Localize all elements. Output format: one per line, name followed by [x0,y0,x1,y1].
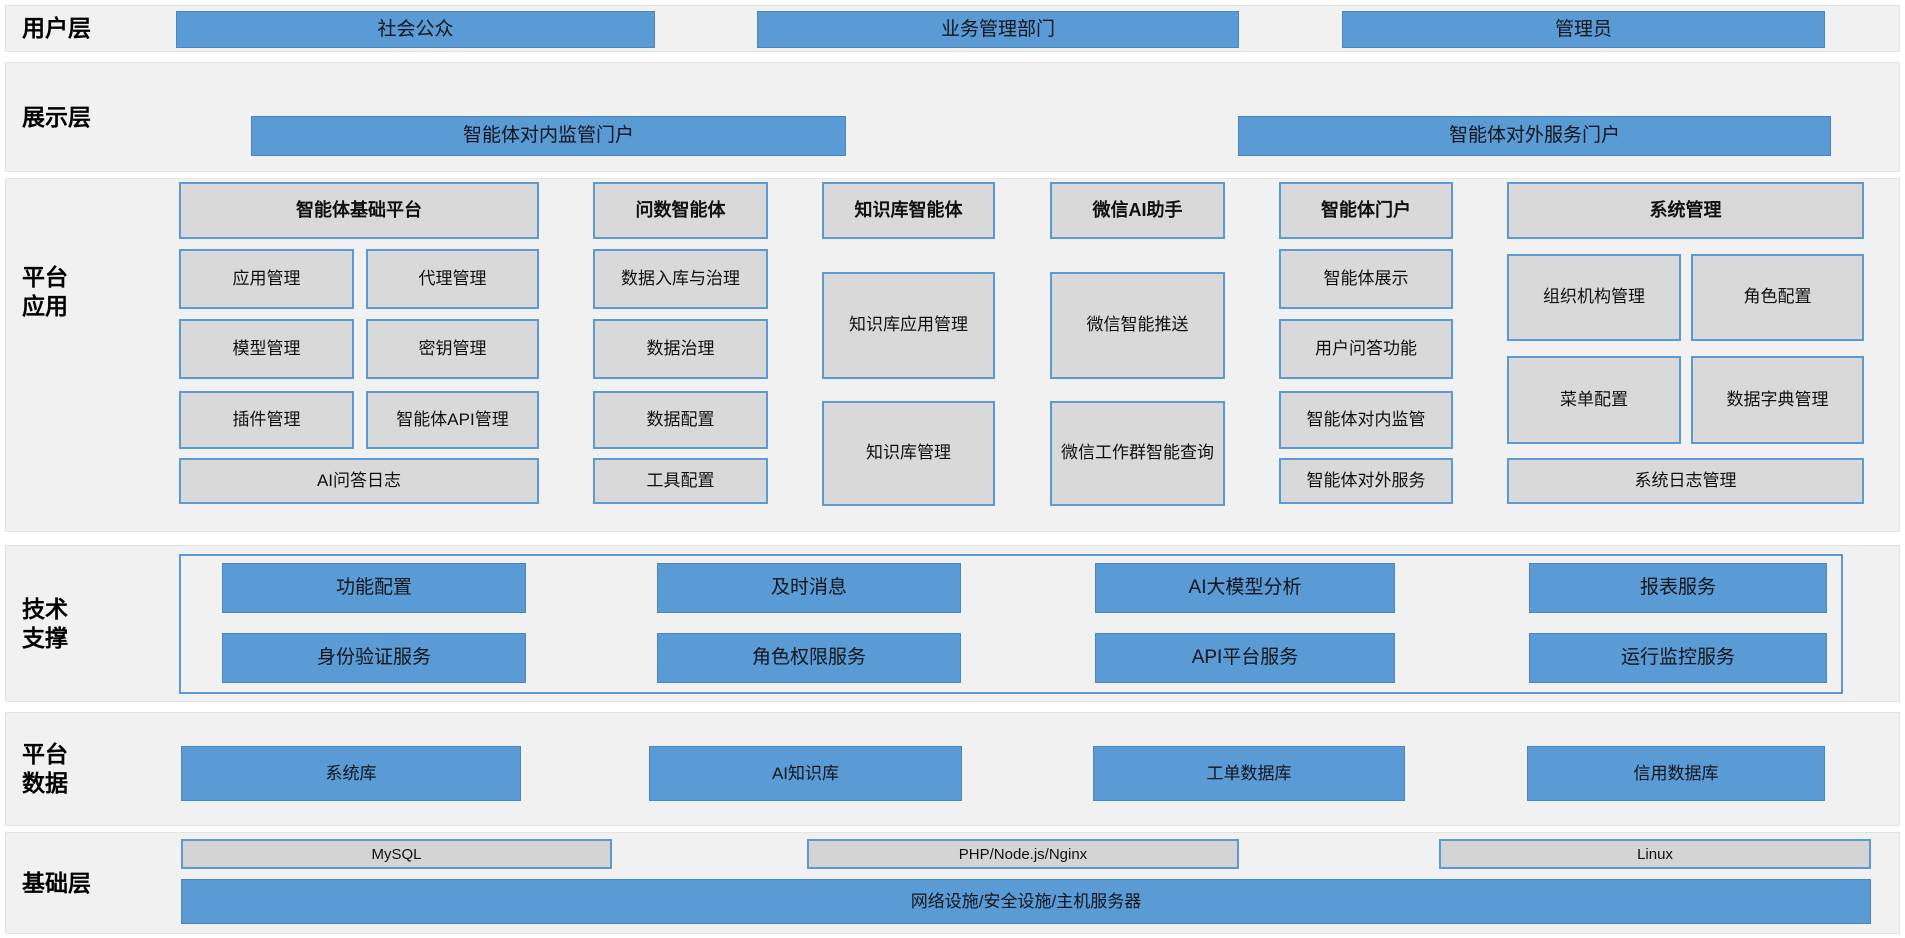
tech-node: 报表服务 [1529,563,1827,613]
column-header: 系统管理 [1507,182,1864,239]
tech-node: 功能配置 [222,563,526,613]
infrastructure-label: 基础层 [22,869,91,896]
column-header: 智能体门户 [1279,182,1453,239]
app-node: 菜单配置 [1507,356,1681,444]
band-user-layer: 用户层 社会公众 业务管理部门 管理员 [5,5,1900,52]
app-node: 插件管理 [179,391,354,449]
app-column-data-query: 问数智能体 数据入库与治理 数据治理 数据配置 工具配置 [593,179,768,531]
app-column-agent-base: 智能体基础平台 应用管理 代理管理 模型管理 密钥管理 插件管理 智能体API管… [179,179,539,531]
app-node: 代理管理 [366,249,539,309]
column-header: 微信AI助手 [1050,182,1225,239]
band-platform-app: 平台 应用 智能体基础平台 应用管理 代理管理 模型管理 密钥管理 插件管理 智… [5,178,1900,532]
tech-support-frame: 功能配置 及时消息 AI大模型分析 报表服务 身份验证服务 角色权限服务 API… [179,554,1843,694]
tech-node: 及时消息 [657,563,961,613]
column-header: 问数智能体 [593,182,768,239]
app-node: 数据字典管理 [1691,356,1864,444]
portal-node: 智能体对外服务门户 [1238,116,1831,156]
tech-node: 身份验证服务 [222,633,526,683]
app-node: 组织机构管理 [1507,254,1681,341]
app-node: AI问答日志 [179,458,539,504]
column-header: 智能体基础平台 [179,182,539,239]
user-node: 管理员 [1342,11,1825,48]
band-platform-data: 平台 数据 系统库 AI知识库 工单数据库 信用数据库 [5,712,1900,826]
infra-node: Linux [1439,839,1871,869]
app-node: 知识库管理 [822,401,995,506]
infra-node: PHP/Node.js/Nginx [807,839,1239,869]
band-display-layer: 展示层 智能体对内监管门户 智能体对外服务门户 [5,62,1900,172]
display-layer-content: 智能体对内监管门户 智能体对外服务门户 [176,63,1899,171]
infrastructure-content: MySQL PHP/Node.js/Nginx Linux 网络设施/安全设施/… [176,833,1899,933]
platform-data-content: 系统库 AI知识库 工单数据库 信用数据库 [176,713,1899,825]
database-node: 系统库 [181,746,521,801]
user-layer-content: 社会公众 业务管理部门 管理员 [176,6,1899,51]
app-node: 用户问答功能 [1279,319,1453,379]
app-node: 密钥管理 [366,319,539,379]
user-node: 社会公众 [176,11,655,48]
app-column-system-mgmt: 系统管理 组织机构管理 角色配置 菜单配置 数据字典管理 系统日志管理 [1507,179,1864,531]
database-node: AI知识库 [649,746,962,801]
app-node: 数据入库与治理 [593,249,768,309]
platform-app-label: 平台 应用 [22,264,68,319]
platform-app-content: 智能体基础平台 应用管理 代理管理 模型管理 密钥管理 插件管理 智能体API管… [176,179,1899,531]
app-node: 系统日志管理 [1507,458,1864,504]
band-infrastructure: 基础层 MySQL PHP/Node.js/Nginx Linux 网络设施/安… [5,832,1900,934]
user-layer-label: 用户层 [22,15,91,42]
app-node: 知识库应用管理 [822,272,995,379]
infra-node: MySQL [181,839,612,869]
infra-node-full: 网络设施/安全设施/主机服务器 [181,879,1871,924]
app-node: 智能体对外服务 [1279,458,1453,504]
tech-node: 角色权限服务 [657,633,961,683]
tech-node: API平台服务 [1095,633,1395,683]
database-node: 工单数据库 [1093,746,1405,801]
app-node: 工具配置 [593,458,768,504]
app-column-knowledge-base: 知识库智能体 知识库应用管理 知识库管理 [822,179,995,531]
app-node: 微信智能推送 [1050,272,1225,379]
app-column-agent-portal: 智能体门户 智能体展示 用户问答功能 智能体对内监管 智能体对外服务 [1279,179,1453,531]
platform-data-label: 平台 数据 [22,741,68,796]
app-node: 智能体对内监管 [1279,391,1453,449]
app-node: 微信工作群智能查询 [1050,401,1225,506]
display-layer-label: 展示层 [22,103,91,130]
app-node: 智能体展示 [1279,249,1453,309]
portal-node: 智能体对内监管门户 [251,116,846,156]
band-tech-support: 技术 支撑 功能配置 及时消息 AI大模型分析 报表服务 身份验证服务 角色权限… [5,545,1900,702]
tech-node: AI大模型分析 [1095,563,1395,613]
app-node: 智能体API管理 [366,391,539,449]
app-node: 模型管理 [179,319,354,379]
app-node: 数据配置 [593,391,768,449]
app-column-wechat-ai: 微信AI助手 微信智能推送 微信工作群智能查询 [1050,179,1225,531]
tech-support-label: 技术 支撑 [22,595,68,651]
column-header: 知识库智能体 [822,182,995,239]
tech-node: 运行监控服务 [1529,633,1827,683]
database-node: 信用数据库 [1527,746,1825,801]
app-node: 角色配置 [1691,254,1864,341]
tech-support-content: 功能配置 及时消息 AI大模型分析 报表服务 身份验证服务 角色权限服务 API… [176,546,1899,701]
app-node: 应用管理 [179,249,354,309]
user-node: 业务管理部门 [757,11,1239,48]
app-node: 数据治理 [593,319,768,379]
